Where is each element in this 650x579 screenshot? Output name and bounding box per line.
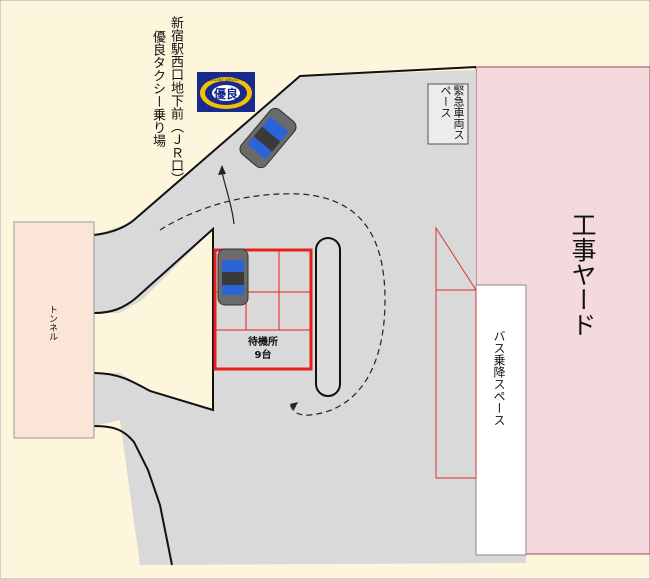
road-edge-bottom <box>93 425 173 566</box>
entry-arrow <box>221 171 235 225</box>
emergency-box <box>427 83 469 145</box>
bus-space <box>475 284 527 556</box>
stop-name-label: 新宿駅西口地下前（ＪＲ口） <box>168 16 183 185</box>
waiting-area-title: 待機所 <box>248 337 278 348</box>
taxi-car-waiting-icon <box>217 248 249 306</box>
bus-space-label: バス乗降スペース <box>492 330 506 426</box>
excellent-taxi-badge-icon: 優良 EXCELLENT SERVICE TAXI <box>197 72 255 112</box>
zebra-zone <box>435 226 477 479</box>
road-edge-inner <box>93 226 214 412</box>
tunnel-block <box>13 221 95 439</box>
circulation-arrow-head <box>290 402 298 410</box>
entry-arrow-head <box>218 165 226 175</box>
road-edge-top <box>93 66 477 236</box>
tunnel-label: トンネル <box>47 305 57 341</box>
waiting-area-box <box>213 248 313 371</box>
taxi-car-lane-icon <box>239 107 297 169</box>
construction-yard-label: 工事ヤード <box>568 212 597 337</box>
badge-ring-text: EXCELLENT SERVICE TAXI <box>204 78 249 82</box>
badge-text: 優良 <box>213 86 238 101</box>
emergency-space-label: 緊急車両スペース <box>439 85 465 140</box>
stop-sub-label: 優良タクシー乗り場 <box>150 30 165 147</box>
circulation-path <box>159 193 386 416</box>
waiting-area-count: 9台 <box>254 350 272 361</box>
median-island <box>315 237 341 397</box>
